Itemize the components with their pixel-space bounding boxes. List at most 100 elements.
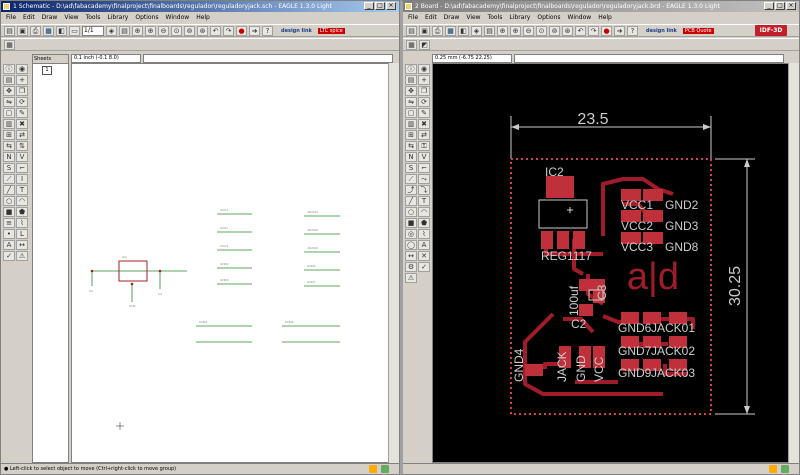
signal-icon[interactable]: ⌇ (418, 229, 430, 239)
board-vscroll[interactable] (788, 63, 799, 463)
zoom-out-icon[interactable]: ⊖ (158, 25, 169, 36)
junction-icon[interactable]: • (3, 229, 15, 239)
display-icon[interactable]: ▤ (405, 75, 417, 85)
run-icon[interactable]: ▤ (119, 25, 130, 36)
menu-edit[interactable]: Edit (425, 14, 437, 21)
zoom-in-icon[interactable]: ⊕ (510, 25, 521, 36)
delete-icon[interactable]: ✖ (418, 119, 430, 129)
arc-icon[interactable]: ◠ (16, 196, 28, 206)
board-titlebar[interactable]: 2 Board - D:\ad\fabacademy\finalproject\… (403, 1, 799, 12)
bus-icon[interactable]: ≡ (3, 218, 15, 228)
gateswap-icon[interactable]: ⇅ (16, 141, 28, 151)
zoom-last-icon[interactable]: ⊛ (562, 25, 573, 36)
rect-icon[interactable]: ■ (3, 207, 15, 217)
ltc-spice-logo[interactable]: LTC spice (317, 27, 345, 34)
menu-draw[interactable]: Draw (443, 14, 460, 21)
cam-icon[interactable]: ▦ (445, 25, 456, 36)
design-link-logo[interactable]: design link (646, 27, 677, 34)
pinswap-icon[interactable]: ⇄ (418, 130, 430, 140)
menu-view[interactable]: View (64, 14, 79, 21)
layer-icon[interactable]: ◩ (419, 39, 430, 50)
zoom-select-icon[interactable]: ⊙ (536, 25, 547, 36)
mirror-icon[interactable]: ⇋ (3, 97, 15, 107)
group-icon[interactable]: ▢ (405, 108, 417, 118)
split-icon[interactable]: ⟋ (405, 174, 417, 184)
idf-3d-button[interactable]: IDF-3D (755, 25, 787, 36)
menu-library[interactable]: Library (107, 14, 129, 21)
name-icon[interactable]: N (3, 152, 15, 162)
board-window[interactable]: 2 Board - D:\ad\fabacademy\finalproject\… (400, 0, 800, 475)
board-switch-icon[interactable]: ◧ (56, 25, 67, 36)
rotate-icon[interactable]: ⟳ (16, 97, 28, 107)
schematic-titlebar[interactable]: 1 Schematic - D:\ad\fabacademy\finalproj… (1, 1, 399, 12)
copy-icon[interactable]: ❐ (16, 86, 28, 96)
zoom-select-icon[interactable]: ⊙ (171, 25, 182, 36)
print-icon[interactable]: ⎙ (432, 25, 443, 36)
errors-icon[interactable]: ⚠ (405, 273, 417, 283)
label-icon[interactable]: L (16, 229, 28, 239)
name-icon[interactable]: N (405, 152, 417, 162)
split-icon[interactable]: ⟋ (3, 174, 15, 184)
sheet-select[interactable]: 1/1 (82, 25, 104, 36)
net-icon[interactable]: ⌇ (16, 218, 28, 228)
move-icon[interactable]: ✥ (405, 86, 417, 96)
rotate-icon[interactable]: ⟳ (418, 97, 430, 107)
circle-icon[interactable]: ○ (3, 196, 15, 206)
close-icon[interactable]: × (786, 2, 796, 10)
menu-window[interactable]: Window (165, 14, 190, 21)
command-line-input[interactable] (143, 53, 393, 63)
minimize-icon[interactable]: _ (364, 2, 374, 10)
paste-icon[interactable]: ▥ (3, 119, 15, 129)
zoom-last-icon[interactable]: ⊛ (197, 25, 208, 36)
menu-help[interactable]: Help (598, 14, 612, 21)
script-icon[interactable]: ◈ (106, 25, 117, 36)
script-icon[interactable]: ◈ (471, 25, 482, 36)
redo-icon[interactable]: ↷ (588, 25, 599, 36)
run-icon[interactable]: ▤ (484, 25, 495, 36)
menu-tools[interactable]: Tools (85, 14, 101, 21)
dimension-icon[interactable]: ↔ (16, 240, 28, 250)
info-icon[interactable]: ⓘ (405, 64, 417, 74)
drc-icon[interactable]: ✓ (418, 262, 430, 272)
pause-icon[interactable] (769, 465, 777, 473)
group-icon[interactable]: ▢ (3, 108, 15, 118)
zoom-fit-icon[interactable]: ⊕ (497, 25, 508, 36)
pcb-quote-logo[interactable]: PCB Quote (682, 27, 714, 34)
open-icon[interactable]: ▤ (4, 25, 15, 36)
menu-edit[interactable]: Edit (23, 14, 35, 21)
show-icon[interactable]: ◉ (16, 64, 28, 74)
miter-icon[interactable]: ⌐ (418, 163, 430, 173)
save-icon[interactable]: ▣ (419, 25, 430, 36)
erc-icon[interactable]: ✓ (3, 251, 15, 261)
value-icon[interactable]: V (16, 152, 28, 162)
undo-icon[interactable]: ↶ (575, 25, 586, 36)
menu-options[interactable]: Options (135, 14, 159, 21)
redo-icon[interactable]: ↷ (223, 25, 234, 36)
add-icon[interactable]: ⊞ (405, 130, 417, 140)
redraw-icon[interactable]: ⊚ (549, 25, 560, 36)
menu-library[interactable]: Library (509, 14, 531, 21)
command-line-input[interactable] (514, 53, 784, 63)
paste-icon[interactable]: ▥ (405, 119, 417, 129)
attribute-icon[interactable]: A (3, 240, 15, 250)
grid-icon[interactable]: ▦ (406, 39, 417, 50)
polygon-icon[interactable]: ⬟ (16, 207, 28, 217)
info-icon[interactable]: ⓘ (3, 64, 15, 74)
open-icon[interactable]: ▤ (406, 25, 417, 36)
via-icon[interactable]: ◎ (405, 229, 417, 239)
mirror-icon[interactable]: ⇋ (405, 97, 417, 107)
board-canvas[interactable]: 23.5 30.25 a|d (432, 63, 792, 463)
cam-icon[interactable]: ▦ (43, 25, 54, 36)
close-icon[interactable]: × (386, 2, 396, 10)
value-icon[interactable]: V (418, 152, 430, 162)
menu-window[interactable]: Window (567, 14, 592, 21)
schematic-window[interactable]: 1 Schematic - D:\ad\fabacademy\finalproj… (0, 0, 400, 475)
save-icon[interactable]: ▣ (17, 25, 28, 36)
zoom-out-icon[interactable]: ⊖ (523, 25, 534, 36)
lock-icon[interactable]: ⚿ (418, 141, 430, 151)
minimize-icon[interactable]: _ (764, 2, 774, 10)
go-icon[interactable]: ➜ (614, 25, 625, 36)
wire-icon[interactable]: ╱ (405, 196, 417, 206)
pause-icon[interactable] (369, 465, 377, 473)
